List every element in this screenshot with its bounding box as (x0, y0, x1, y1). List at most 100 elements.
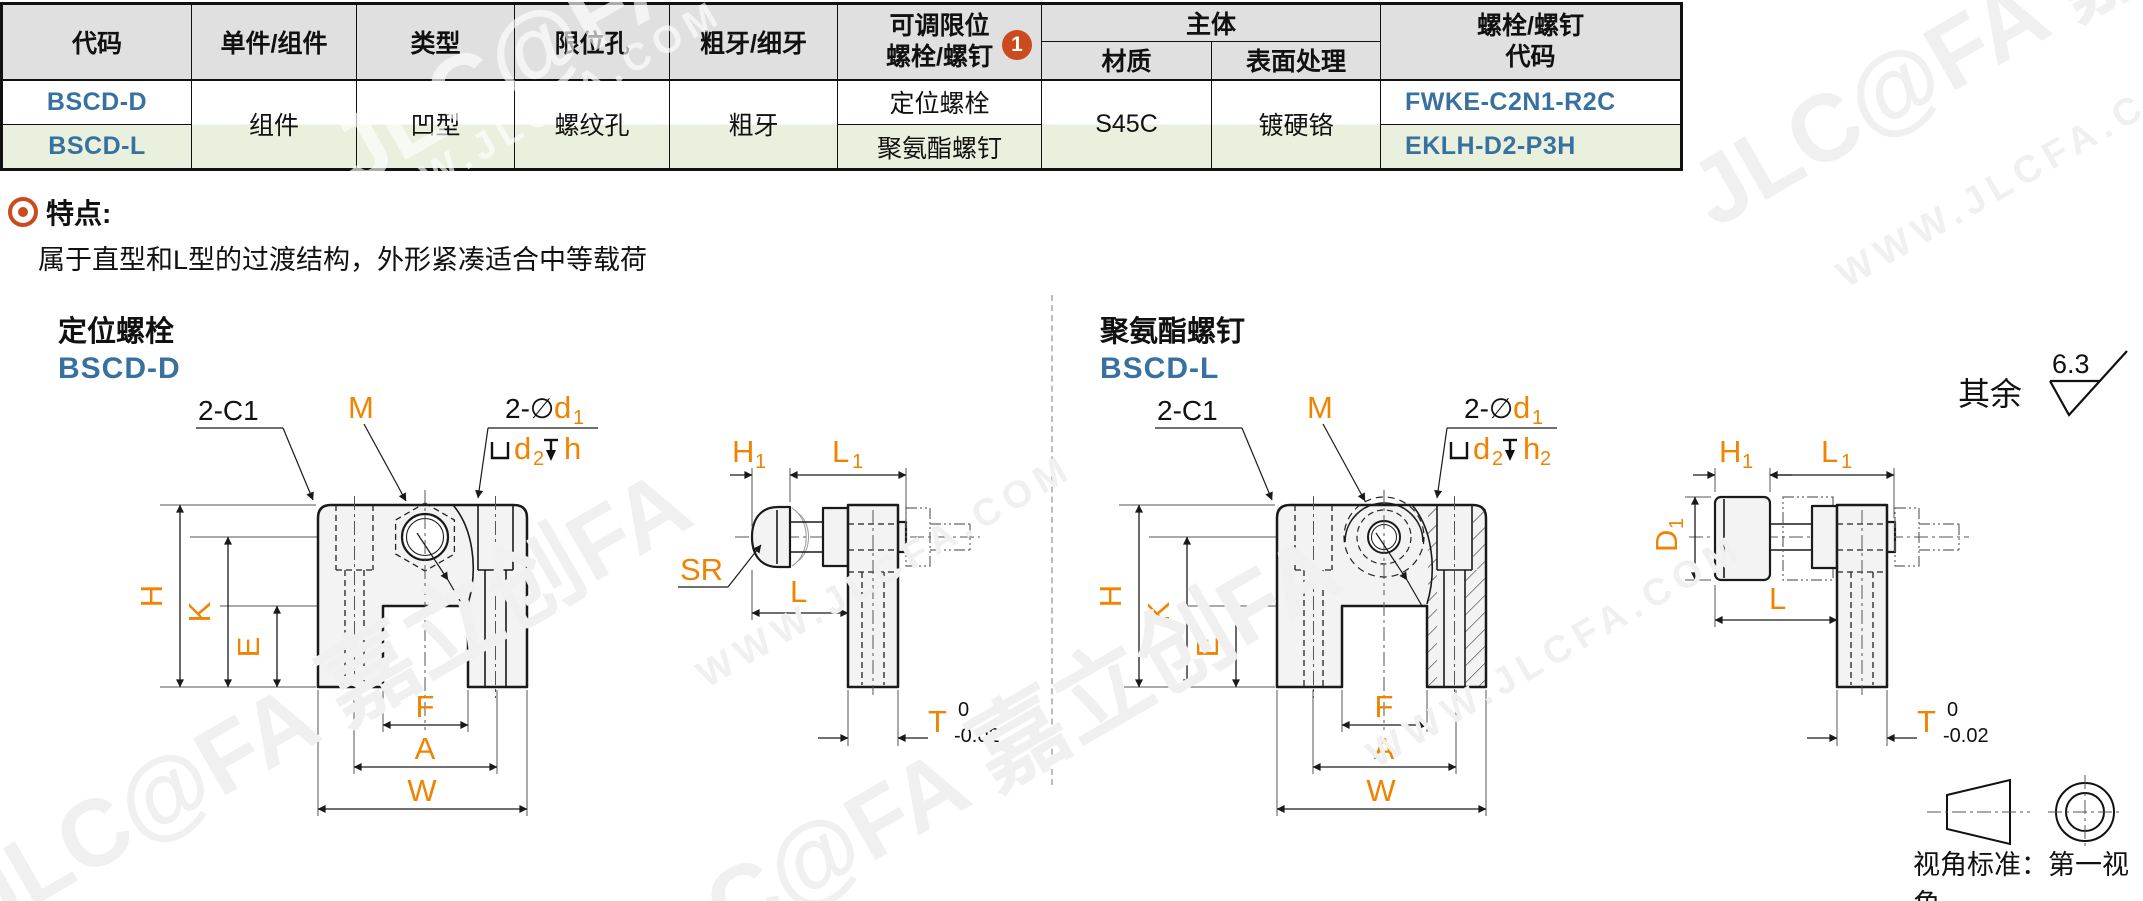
cone-end-view-icon (2048, 775, 2122, 849)
section-divider (1051, 295, 1053, 785)
left-drawing-code: BSCD-D (58, 352, 181, 385)
dim-label-F: F (1375, 689, 1394, 724)
visible-counterbore-hole (477, 496, 514, 698)
side-view-bscd-l: H 1 L 1 D 1 L T 0 -0.02 (1649, 434, 1989, 747)
cell-screw-type: 聚氨酯螺钉 (837, 124, 1042, 170)
dim-label-W: W (407, 773, 437, 808)
dim-label-K: K (1141, 601, 1176, 622)
bolt-assembly (750, 505, 971, 569)
dim-label-A: A (1374, 731, 1395, 766)
section-hatching (1428, 507, 1486, 686)
col-header-surface: 表面处理 (1210, 41, 1382, 80)
dim-sub-L1: 1 (852, 451, 863, 473)
threaded-hole (394, 490, 456, 730)
dim-label-D1-group: D 1 (1649, 518, 1688, 552)
cell-screw-type: 定位螺栓 (837, 79, 1042, 125)
col-header-type: 类型 (356, 3, 515, 80)
depth-icon (1503, 438, 1517, 461)
bullet-icon (8, 197, 38, 227)
projection-standard-label: 视角标准：第一视角 (1913, 850, 2129, 901)
urethane-head (1713, 495, 1772, 582)
step-break-arc (452, 504, 474, 605)
col-header-screw-code: 螺栓/螺钉 代码 (1380, 3, 1683, 80)
leader-sr: SR (678, 544, 762, 588)
cell-hole: 螺纹孔 (514, 79, 670, 170)
depth-icon (544, 438, 558, 461)
screw-code-eklh[interactable]: EKLH-D2-P3H (1380, 124, 1683, 170)
dim-label-m: M (1307, 390, 1333, 425)
leader-m: M (348, 390, 464, 607)
dim-lines (1135, 504, 1487, 813)
part-code-bscd-d[interactable]: BSCD-D (1, 79, 192, 125)
table-row: BSCD-L 聚氨酯螺钉 EKLH-D2-P3H (1, 124, 1683, 170)
dim-label-d1: d (554, 390, 571, 425)
counterbore-icon (490, 442, 510, 460)
finish-label: 其余 (1958, 376, 2022, 412)
dim-lines (176, 504, 528, 813)
cell-thread: 粗牙 (669, 79, 838, 170)
dim-label-d1: d (1513, 390, 1530, 425)
hidden-counterbore-hole (1294, 496, 1333, 698)
cone-side-view-icon (1927, 778, 2030, 846)
finish-value: 6.3 (2052, 349, 2090, 379)
dim-label-L1: L (832, 434, 849, 469)
cell-surface: 镀硬铬 (1210, 79, 1382, 170)
dim-sub-H1: 1 (755, 451, 766, 473)
right-drawing-title: 聚氨酯螺钉 (1100, 316, 1246, 348)
dim-sub-d2: 2 (533, 448, 544, 470)
dim-label-H1: H (1719, 434, 1741, 469)
col-header-unit: 单件/组件 (191, 3, 357, 80)
tolerance-upper: 0 (1947, 699, 1958, 721)
screw-code-fwke[interactable]: FWKE-C2N1-R2C (1380, 79, 1683, 125)
dim-prefix-d1: 2-∅ (1464, 393, 1513, 424)
projection-symbol (1927, 775, 2122, 849)
col-header-body-group: 主体 (1040, 3, 1382, 42)
dim-label-h: h (564, 431, 581, 466)
dim-lines (730, 471, 928, 742)
dim-label-D1: D (1649, 530, 1684, 552)
dim-label-d2: d (514, 431, 531, 466)
dim-label-E: E (1190, 637, 1225, 658)
col-header-material: 材质 (1041, 41, 1212, 80)
surface-finish-symbol: 其余 6.3 (1958, 349, 2128, 417)
tolerance-lower: -0.02 (1943, 725, 1989, 747)
leader-d1-counterbore: 2-∅ d 1 d 2 h 2 (1434, 390, 1557, 499)
dim-sub-H1: 1 (1742, 451, 1753, 473)
leader-m: M (1307, 390, 1423, 607)
table-row: BSCD-D 组件 凹型 螺纹孔 粗牙 定位螺栓 S45C 镀硬铬 FWKE-C… (1, 79, 1683, 170)
col-header-thread: 粗牙/细牙 (669, 3, 838, 80)
roughness-icon (2049, 350, 2128, 417)
body-outline (316, 503, 529, 689)
phantom-extended-position (1894, 507, 1960, 567)
phantom-extended-position (905, 507, 971, 567)
left-drawing-title: 定位螺栓 (58, 316, 175, 348)
side-view-bscd-d: H 1 L 1 SR L T 0 -0.02 (678, 434, 1000, 747)
col-header-code: 代码 (1, 3, 192, 80)
tolerance-upper: 0 (958, 699, 969, 721)
counterbore-icon (1449, 442, 1469, 460)
dim-label-H1: H (732, 434, 754, 469)
dim-sub-d1: 1 (573, 407, 584, 429)
dim-label-W: W (1366, 773, 1396, 808)
dim-label-m: M (348, 390, 374, 425)
dim-label-E: E (231, 637, 266, 658)
dim-prefix-d1: 2-∅ (505, 393, 554, 424)
features-text: 属于直型和L型的过渡结构，外形紧凑适合中等载荷 (38, 245, 648, 275)
adjustable-label: 可调限位 螺栓/螺钉 (886, 11, 993, 71)
dim-label-T: T (1917, 704, 1936, 739)
dim-label-L1: L (1821, 434, 1838, 469)
cell-material: S45C (1041, 79, 1212, 170)
hex-nut (821, 506, 850, 568)
step-break-arc (1411, 504, 1433, 605)
dim-sub-d2: 2 (1492, 448, 1503, 470)
dim-label-2c1: 2-C1 (198, 395, 259, 426)
dim-label-2c1: 2-C1 (1157, 395, 1218, 426)
dim-label-L: L (1769, 581, 1786, 616)
right-drawing-code: BSCD-L (1100, 352, 1220, 385)
dim-label-F: F (416, 689, 435, 724)
front-view-bscd-l: 2-C1 M 2-∅ d 1 d 2 h 2 H (1093, 390, 1557, 816)
cell-unit: 组件 (191, 79, 357, 170)
dim-label-H: H (134, 585, 169, 607)
part-code-bscd-l[interactable]: BSCD-L (1, 124, 192, 170)
